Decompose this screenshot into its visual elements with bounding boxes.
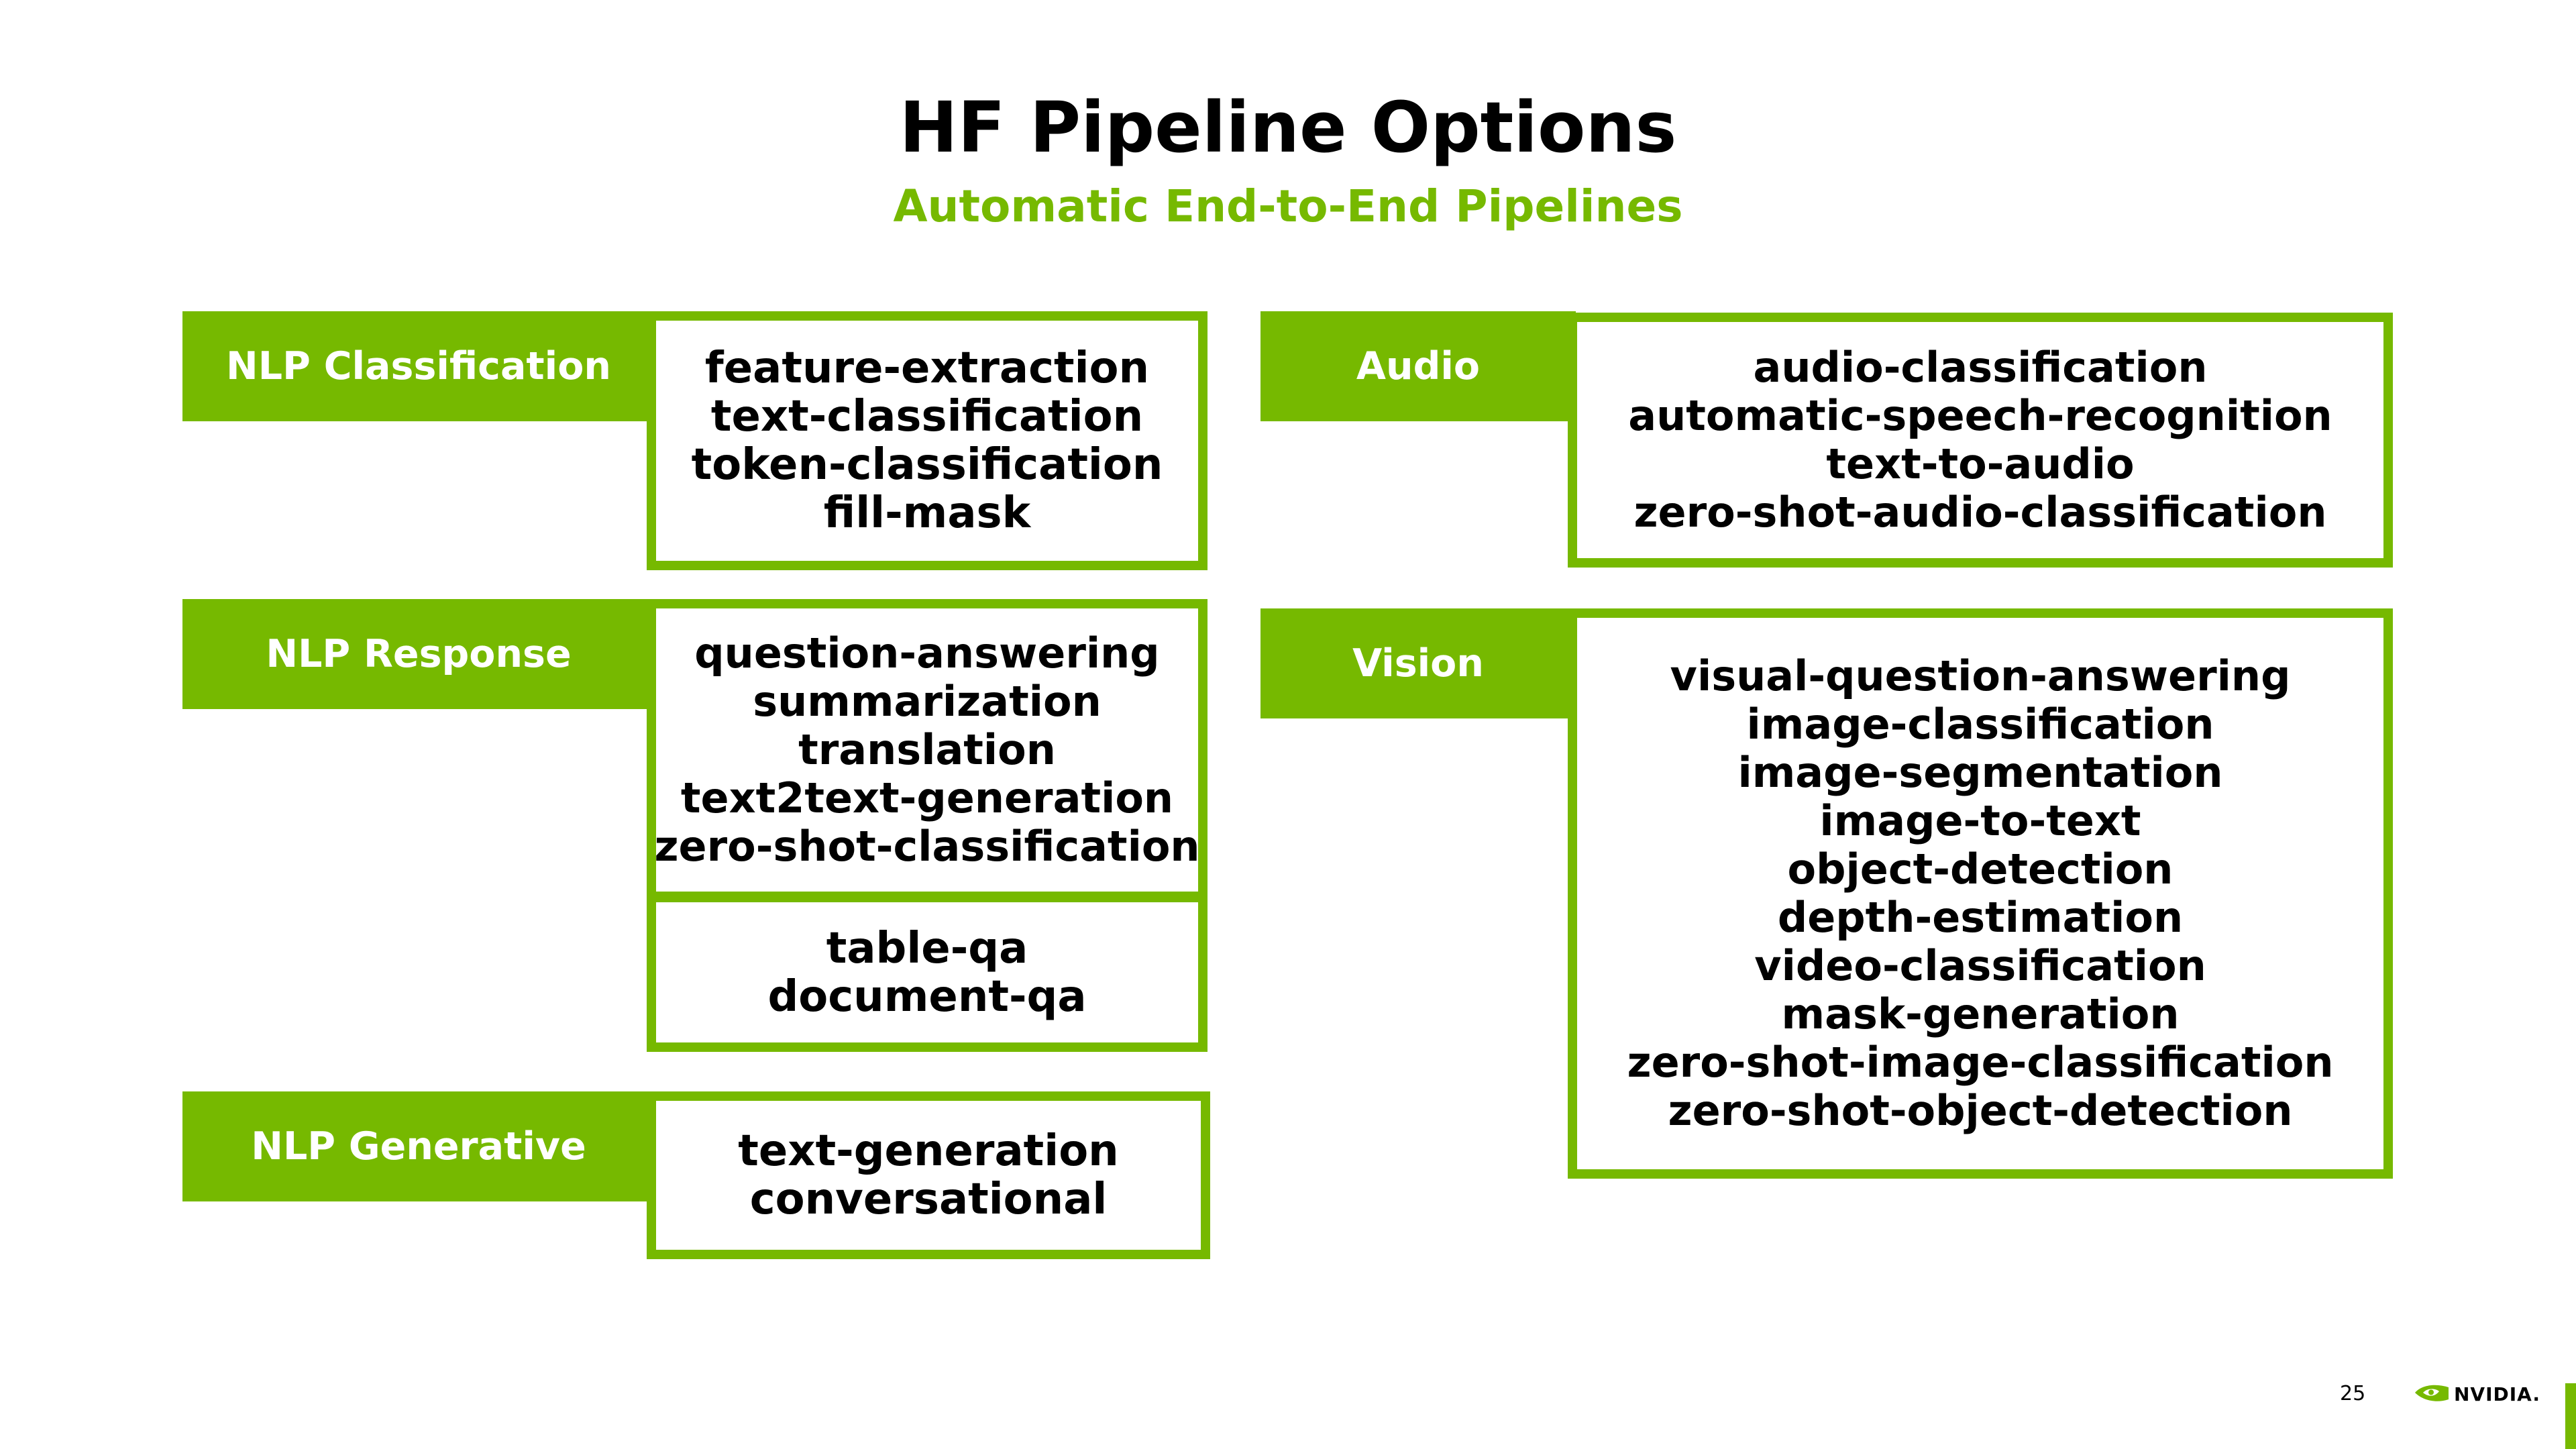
- pipeline-item: document-qa: [767, 971, 1087, 1022]
- pipeline-item: image-to-text: [1819, 796, 2141, 845]
- pipeline-item: conversational: [749, 1175, 1108, 1224]
- box-nlp-response: question-answering summarization transla…: [647, 599, 1208, 901]
- corner-accent-bar: [2565, 1383, 2576, 1449]
- tab-label: NLP Response: [266, 632, 572, 676]
- tab-label: Audio: [1356, 344, 1481, 388]
- box-nlp-response-secondary: table-qa document-qa: [647, 893, 1208, 1052]
- pipeline-item: token-classification: [691, 440, 1163, 490]
- tab-nlp-classification: NLP Classification: [182, 311, 655, 421]
- pipeline-item: depth-estimation: [1777, 893, 2184, 942]
- pipeline-item: image-segmentation: [1737, 748, 2223, 797]
- slide-title: HF Pipeline Options: [899, 87, 1677, 168]
- logo-text: NVIDIA.: [2454, 1383, 2541, 1405]
- pipeline-item: text-generation: [738, 1126, 1119, 1176]
- pipeline-item: translation: [798, 725, 1056, 774]
- pipeline-item: zero-shot-image-classification: [1627, 1038, 2334, 1087]
- pipeline-item: zero-shot-object-detection: [1668, 1086, 2293, 1135]
- tab-nlp-response: NLP Response: [182, 599, 655, 709]
- pipeline-item: fill-mask: [823, 488, 1031, 538]
- tab-label: NLP Classification: [226, 344, 611, 388]
- tab-nlp-generative: NLP Generative: [182, 1091, 655, 1201]
- pipeline-item: text2text-generation: [680, 773, 1174, 822]
- box-nlp-generative: text-generation conversational: [647, 1091, 1210, 1259]
- pipeline-item: mask-generation: [1781, 989, 2180, 1038]
- tab-vision: Vision: [1260, 608, 1576, 718]
- pipeline-item: audio-classification: [1753, 343, 2208, 392]
- pipeline-item: zero-shot-audio-classification: [1633, 488, 2327, 537]
- pipeline-item: visual-question-answering: [1670, 651, 2291, 700]
- pipeline-item: automatic-speech-recognition: [1628, 391, 2332, 440]
- pipeline-item: text-to-audio: [1826, 439, 2135, 488]
- box-nlp-classification: feature-extraction text-classification t…: [647, 311, 1208, 570]
- pipeline-item: question-answering: [694, 629, 1160, 678]
- nvidia-eye-icon: [2414, 1382, 2450, 1406]
- box-audio: audio-classification automatic-speech-re…: [1568, 313, 2393, 568]
- pipeline-item: zero-shot-classification: [654, 822, 1200, 871]
- nvidia-logo: NVIDIA.: [2414, 1382, 2540, 1406]
- pipeline-item: table-qa: [826, 923, 1028, 973]
- page-number: 25: [2340, 1382, 2366, 1405]
- pipeline-item: text-classification: [710, 392, 1144, 441]
- tab-label: Vision: [1352, 641, 1484, 686]
- tab-label: NLP Generative: [251, 1124, 586, 1169]
- box-vision: visual-question-answering image-classifi…: [1568, 608, 2393, 1179]
- tab-audio: Audio: [1260, 311, 1576, 421]
- slide-subtitle: Automatic End-to-End Pipelines: [893, 180, 1683, 232]
- pipeline-item: object-detection: [1787, 845, 2174, 894]
- pipeline-item: summarization: [753, 677, 1102, 726]
- pipeline-item: video-classification: [1754, 941, 2206, 990]
- pipeline-item: feature-extraction: [704, 343, 1150, 393]
- pipeline-item: image-classification: [1746, 700, 2214, 749]
